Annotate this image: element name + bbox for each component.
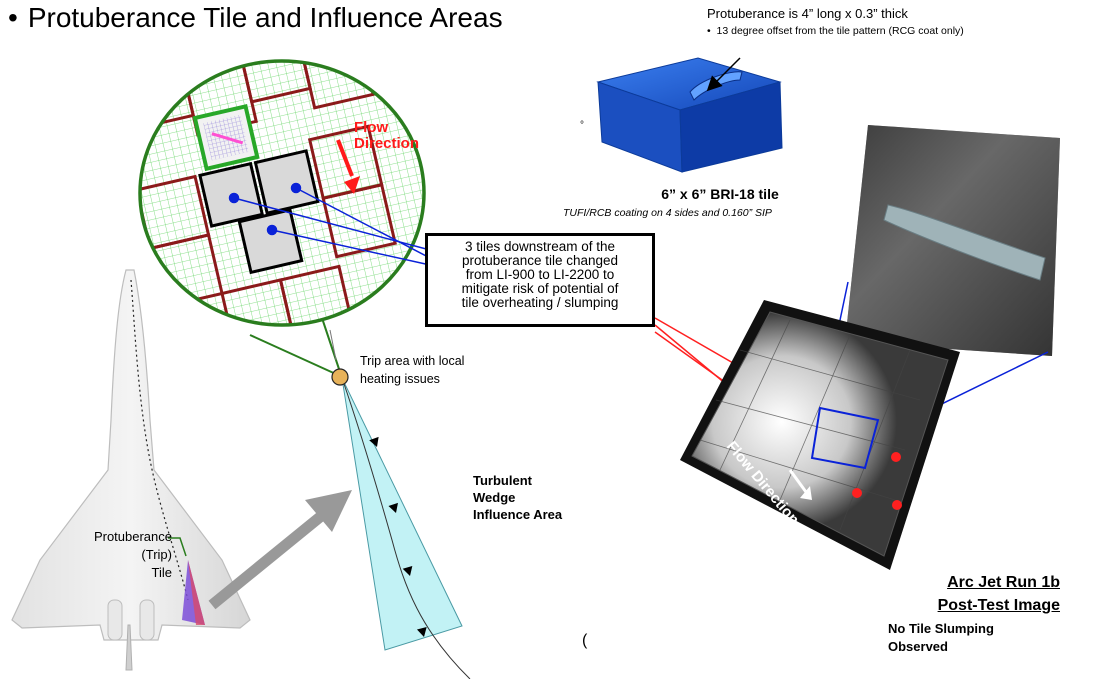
arc-jet-note: No Tile Slumping Observed [888,620,1048,656]
zoom-leader-right [319,311,341,373]
trip-line-2: heating issues [360,372,440,386]
protub-line-3: Tile [151,565,172,580]
callout-line: protuberance tile changed [461,253,619,268]
title-bullet: • [8,2,18,33]
flow-direction-label: Flow Direction [354,120,419,152]
callout-leaders-blue [228,182,431,266]
turb-line-3: Influence Area [473,507,563,522]
callout-line: mitigate risk of potential of [461,281,619,296]
trip-line-1: Trip area with local [360,354,465,368]
protuberance-tile-label: Protuberance (Trip) Tile [60,528,172,582]
arc-note-line-1: No Tile Slumping [888,621,994,636]
tile-coating: TUFI/RCB coating on 4 sides and 0.160” S… [563,207,772,219]
protuberance-leader [168,537,187,557]
callout-line: from LI-900 to LI-2200 to [465,267,615,282]
protub-line-2: (Trip) [141,547,172,562]
turbulent-wedge-label: Turbulent Wedge Influence Area [473,472,613,523]
turb-line-2: Wedge [473,490,516,505]
spec-note-bullet: • [707,25,711,37]
blue-tile-model [596,57,783,173]
flow-line-1: Flow [354,119,389,136]
spec-note-text: 13 degree offset from the tile pattern (… [716,25,964,37]
protuberance-spec-note: • 13 degree offset from the tile pattern… [707,25,964,37]
protuberance-spec-heading: Protuberance is 4” long x 0.3” thick [707,6,908,21]
zoom-leader-left [249,334,339,376]
trip-area-label: Trip area with local heating issues [360,352,490,388]
gray-pointer-arrow [208,490,352,610]
title-text: Protuberance Tile and Influence Areas [27,2,503,33]
protub-line-1: Protuberance [93,529,172,544]
tile-name: 6” x 6” BRI-18 tile [661,186,779,202]
turb-line-1: Turbulent [473,473,532,488]
trip-area-marker [331,368,349,386]
turbulent-wedge [329,329,471,679]
protuberance-photo [845,125,1060,356]
callout-box: 3 tiles downstream of the protuberance t… [425,233,655,327]
callout-line: 3 tiles downstream of the [464,239,616,254]
arc-jet-subtitle: Post-Test Image [937,597,1060,614]
stray-tick: ( [582,632,588,649]
stray-dot: ° [580,120,584,131]
arc-jet-image [680,300,960,570]
shuttle-silhouette [11,269,251,671]
arc-jet-title: Arc Jet Run 1b [947,574,1060,591]
page-title: • Protuberance Tile and Influence Areas [8,2,503,34]
arc-note-line-2: Observed [888,639,948,654]
zoom-circle [138,59,426,327]
flow-line-2: Direction [354,135,420,152]
callout-line: tile overheating / slumping [461,295,619,310]
